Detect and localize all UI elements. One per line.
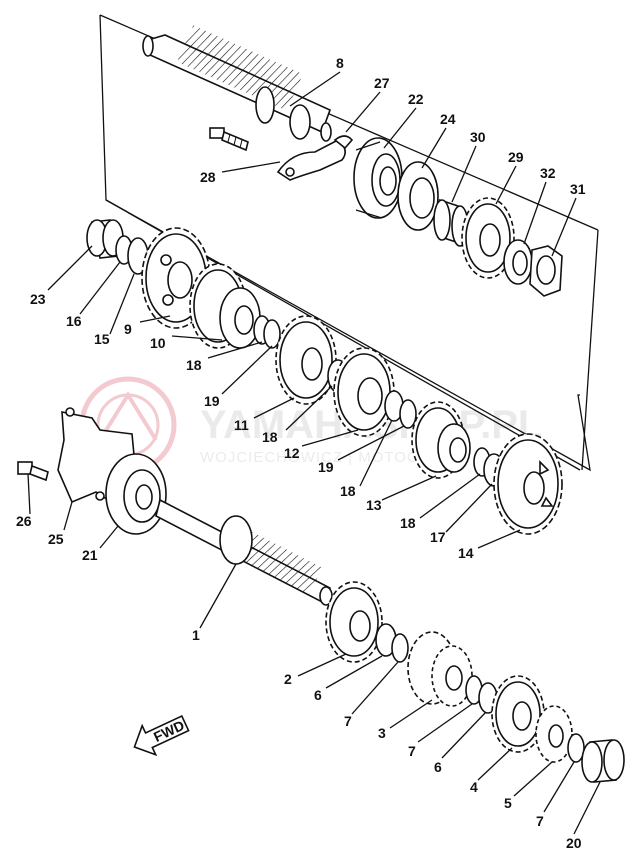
- label-32: 32: [540, 165, 556, 181]
- label-1: 1: [192, 627, 200, 643]
- part-19-circlip-b: [399, 399, 417, 429]
- label-13: 13: [366, 497, 382, 513]
- part-11-gear: [275, 315, 337, 405]
- label-7-b: 7: [408, 743, 416, 759]
- label-30: 30: [470, 129, 486, 145]
- part-14-gear: [493, 433, 563, 535]
- label-19-b: 19: [318, 459, 334, 475]
- label-28: 28: [200, 169, 216, 185]
- part-5-gear: [535, 705, 573, 763]
- part-27-plate: [276, 139, 346, 181]
- label-26: 26: [16, 513, 32, 529]
- label-25: 25: [48, 531, 64, 547]
- fwd-arrow: FWD: [133, 715, 190, 757]
- label-9: 9: [124, 321, 132, 337]
- part-1-drive-axle: [155, 498, 333, 606]
- part-22-bearing: [353, 137, 403, 219]
- part-31-nut: [529, 245, 563, 297]
- label-10: 10: [150, 335, 166, 351]
- label-18-a: 18: [186, 357, 202, 373]
- label-24: 24: [440, 111, 456, 127]
- label-16: 16: [66, 313, 82, 329]
- label-17: 17: [430, 529, 446, 545]
- label-22: 22: [408, 91, 424, 107]
- label-27: 27: [374, 75, 390, 91]
- part-4-gear: [491, 675, 545, 753]
- part-3-gear: [407, 631, 473, 707]
- label-18-c: 18: [340, 483, 356, 499]
- part-19-circlip-a: [263, 319, 281, 349]
- label-14: 14: [458, 545, 474, 561]
- label-2: 2: [284, 671, 292, 687]
- label-4: 4: [470, 779, 478, 795]
- part-23-bearing: [86, 219, 124, 259]
- label-7-c: 7: [536, 813, 544, 829]
- part-10-gear: [189, 263, 261, 349]
- label-11: 11: [234, 417, 249, 433]
- label-8: 8: [336, 55, 344, 71]
- label-15: 15: [94, 331, 110, 347]
- fwd-label: FWD: [151, 717, 187, 745]
- part-20-bearing: [581, 739, 625, 783]
- leader-lines: [27, 71, 601, 835]
- part-labels: 8 27 22 24 30 29 32 31 28 23 16 15 9 10 …: [16, 55, 586, 851]
- part-29-drive-sprocket: [461, 197, 515, 279]
- label-21: 21: [82, 547, 98, 563]
- part-12-gear: [327, 347, 395, 437]
- part-8-main-axle: [142, 25, 332, 142]
- part-21-bearing: [105, 453, 167, 535]
- part-7-circlip-a: [391, 633, 409, 663]
- label-23: 23: [30, 291, 46, 307]
- label-12: 12: [284, 445, 300, 461]
- watermark-sub: WOJCIECHOWICZ | MOTOCYKLE: [200, 449, 461, 466]
- label-19-a: 19: [204, 393, 220, 409]
- part-26-bolt: [17, 461, 49, 482]
- label-20: 20: [566, 835, 582, 851]
- label-31: 31: [570, 181, 586, 197]
- label-18-d: 18: [400, 515, 416, 531]
- part-13-gear: [411, 401, 471, 479]
- label-3: 3: [378, 725, 386, 741]
- part-24-oil-seal: [397, 161, 439, 231]
- label-7-a: 7: [344, 713, 352, 729]
- part-2-gear: [325, 581, 383, 663]
- label-18-b: 18: [262, 429, 278, 445]
- main-axle-frame: [99, 14, 591, 472]
- label-6-b: 6: [434, 759, 442, 775]
- label-29: 29: [508, 149, 524, 165]
- label-6-a: 6: [314, 687, 322, 703]
- part-28-bolt: [209, 127, 249, 152]
- label-5: 5: [504, 795, 512, 811]
